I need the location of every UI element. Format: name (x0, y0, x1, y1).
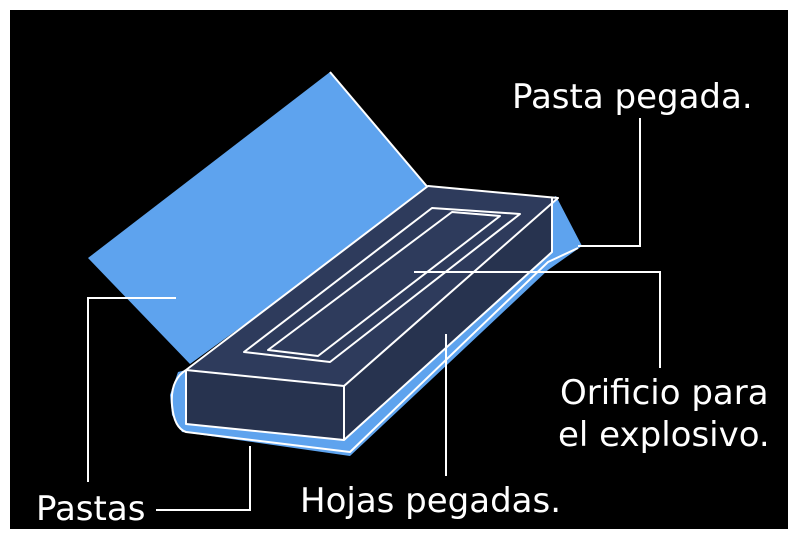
bottom-cover-edge (170, 247, 579, 453)
label-orificio-line2: el explosivo. (558, 415, 770, 455)
leader-pasta-pegada (578, 118, 641, 247)
block-outline-front (185, 370, 345, 441)
block-front-face (186, 370, 344, 440)
block-outline-top (185, 185, 559, 387)
block-top-face (186, 186, 558, 386)
back-cover-edge (329, 71, 431, 191)
leader-orificio (414, 271, 661, 368)
explosive-hole-outer (243, 207, 521, 363)
explosive-hole-inner (267, 211, 501, 357)
leader-pastas-left (87, 297, 176, 482)
block-right-face (344, 196, 552, 440)
label-orificio-line1: Orificio para (560, 373, 769, 413)
label-pastas: Pastas (36, 489, 145, 529)
leader-pastas-bottom (156, 446, 251, 511)
back-cover-panel (88, 72, 430, 364)
label-pasta-pegada: Pasta pegada. (512, 77, 753, 117)
label-hojas-pegadas: Hojas pegadas. (300, 481, 561, 521)
block-outline-right (343, 198, 553, 441)
